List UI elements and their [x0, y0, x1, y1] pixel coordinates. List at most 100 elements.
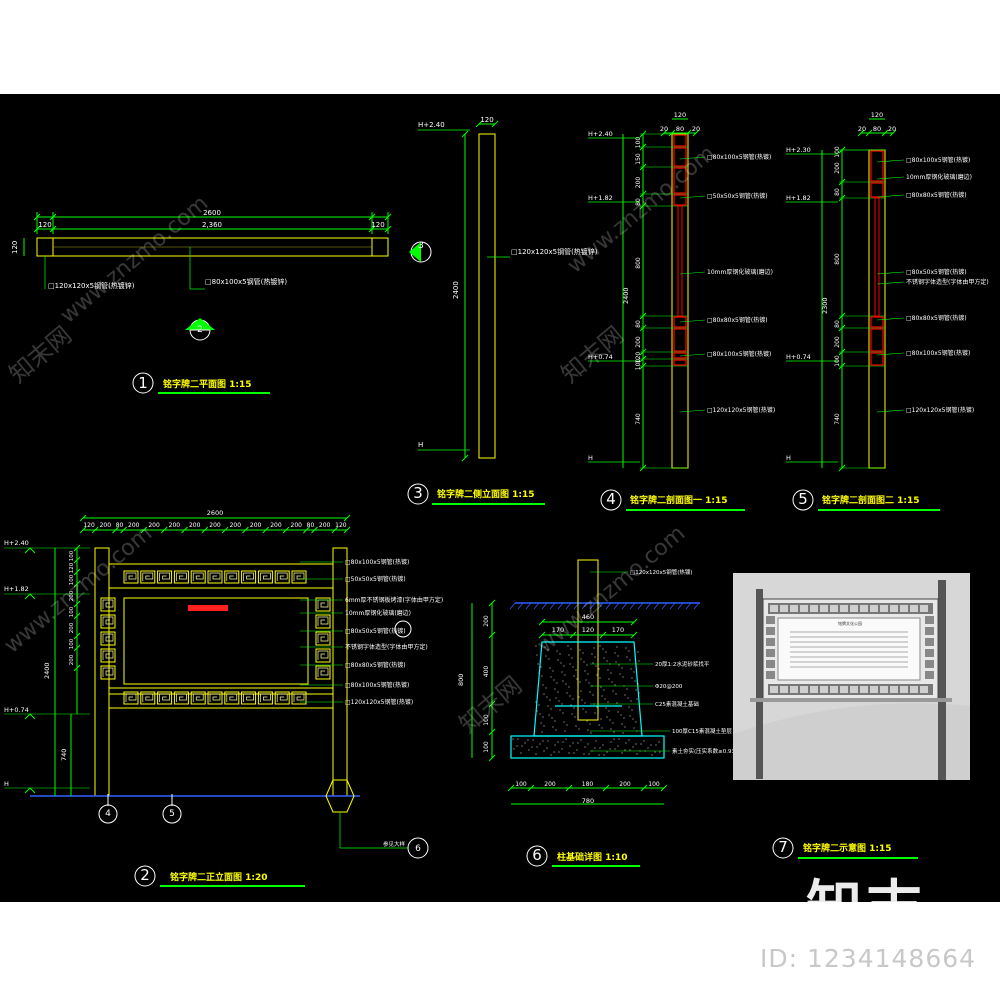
dim-tick — [881, 129, 889, 137]
v2-fret-bottom — [157, 691, 173, 705]
v4-vdim-label: 100 — [635, 137, 642, 149]
dim-tick — [73, 632, 81, 640]
v6-pad-dot — [613, 738, 615, 740]
v4-top-width: 120 — [674, 111, 686, 119]
v5-note: □120x120x5钢管(热镀) — [906, 406, 974, 414]
dim-tick — [630, 631, 638, 639]
fret-cell — [100, 597, 116, 612]
v2-seg-label: 200 — [319, 522, 331, 529]
v6-vdim-label: 400 — [483, 666, 490, 678]
v6-concrete-dot — [604, 698, 606, 700]
v4-note-leader — [679, 195, 706, 199]
v2-vdim-label: 100 — [69, 638, 75, 649]
v4-vdim-label: 200 — [635, 336, 642, 348]
v6-pad-dot — [635, 743, 637, 745]
v6-concrete-dot — [542, 716, 544, 718]
v2-note: 6mm厚不锈钢板烤漆(字体由甲方定) — [345, 596, 443, 604]
v7-fret-cell — [780, 605, 788, 612]
v6-pad-dot — [573, 752, 575, 754]
v6-concrete-dot — [584, 670, 586, 672]
v6-pad-dot — [598, 754, 600, 756]
dim-tick — [262, 526, 270, 534]
v6-concrete-dot — [575, 725, 577, 727]
v6-pad-dot — [606, 751, 608, 753]
v6-concrete-dot — [585, 679, 587, 681]
v6-pad-dot — [577, 742, 579, 744]
v6-concrete-dot — [632, 718, 634, 720]
v7-fret-cell — [890, 686, 898, 693]
v7-fret-cell — [920, 605, 928, 612]
v7-post-left — [756, 589, 763, 779]
fret-line — [317, 599, 329, 609]
v7-fret-cell — [770, 686, 778, 693]
v2-cut-5: 5 — [169, 809, 175, 819]
v4-vdim-label: 120 — [635, 352, 642, 364]
v7-bottom-rail — [750, 698, 952, 702]
v6-linework — [471, 559, 700, 867]
v6-concrete-dot — [548, 714, 550, 716]
v6-concrete-dot — [635, 721, 637, 723]
dim-tick — [639, 355, 647, 363]
v7-fret-cell — [820, 605, 828, 612]
v6-height-dim: 800 — [457, 674, 465, 686]
v6-concrete-dot — [598, 668, 600, 670]
v6-concrete-dot — [627, 697, 629, 699]
v2-seg-label: 200 — [128, 522, 140, 529]
v6-concrete-dot — [607, 669, 609, 671]
dim-tick — [79, 526, 87, 534]
fret-cell — [173, 691, 189, 705]
v2-fret-right — [315, 631, 331, 646]
v2-fret-bottom — [173, 691, 189, 705]
v6-ground-hatch — [661, 602, 668, 610]
v2-seg-label: 120 — [335, 522, 347, 529]
v7-fret-cell — [810, 605, 818, 612]
v6-concrete-dot — [561, 671, 563, 673]
dim-tick — [889, 129, 897, 137]
fret-cell — [315, 648, 331, 663]
v7-fret-cell — [870, 605, 878, 612]
v6-concrete-dot — [573, 675, 575, 677]
v6-concrete-dot — [578, 696, 580, 698]
v7-fret-side — [925, 660, 934, 668]
fret-cell — [291, 691, 307, 705]
v2-note: □120x120x5钢管(热镀) — [345, 698, 413, 706]
v4-sub-left: 20 — [660, 125, 668, 133]
v2-vdim-label: 100 — [69, 574, 75, 585]
v6-concrete-dot — [636, 698, 638, 700]
v6-pad-dot — [527, 739, 529, 741]
v1-post-note: □120x120x5钢管(热镀锌) — [48, 281, 135, 290]
v6-concrete-dot — [565, 683, 567, 685]
dim-tick — [838, 178, 846, 186]
fret-line — [102, 616, 114, 626]
v6-pad-dot — [528, 749, 530, 751]
v2-vdim-label: 120 — [69, 562, 75, 573]
v4-tube-section — [673, 359, 687, 366]
dim-tick — [33, 225, 41, 233]
dim-tick — [73, 568, 81, 576]
v6-pad-dot — [516, 745, 518, 747]
v7-fret-cell — [910, 686, 918, 693]
v6-ground-hatch — [589, 602, 596, 610]
v5-note: 10mm厚钢化玻璃(磨边) — [906, 173, 972, 181]
v2-note: □80x80x5钢管(热镀) — [345, 661, 406, 669]
v2-fret-left — [100, 597, 116, 612]
v6-pad-dot — [554, 744, 556, 746]
v6-concrete-dot — [578, 728, 580, 730]
v6-pad-dot — [595, 740, 597, 742]
v3-h-top: H+2.40 — [418, 121, 445, 129]
v4-vdim-label: 740 — [635, 413, 642, 425]
v5-sub-left: 20 — [858, 125, 866, 133]
v6-concrete-dot — [550, 708, 552, 710]
v2-fret-left — [100, 631, 116, 646]
v7-number-circle — [772, 837, 794, 859]
v6-ground-hatch — [549, 602, 556, 610]
v1-linework — [23, 212, 432, 394]
v6-concrete-dot — [567, 645, 569, 647]
v2-fret-top — [157, 570, 173, 584]
v6-pad-dot — [617, 745, 619, 747]
v6-concrete-dot — [559, 653, 561, 655]
v2-fret-top — [123, 570, 139, 584]
v5-note: □80x80x5钢管(热镀) — [906, 314, 967, 322]
v6-pad-dot — [629, 749, 631, 751]
v6-pad-dot — [603, 754, 605, 756]
